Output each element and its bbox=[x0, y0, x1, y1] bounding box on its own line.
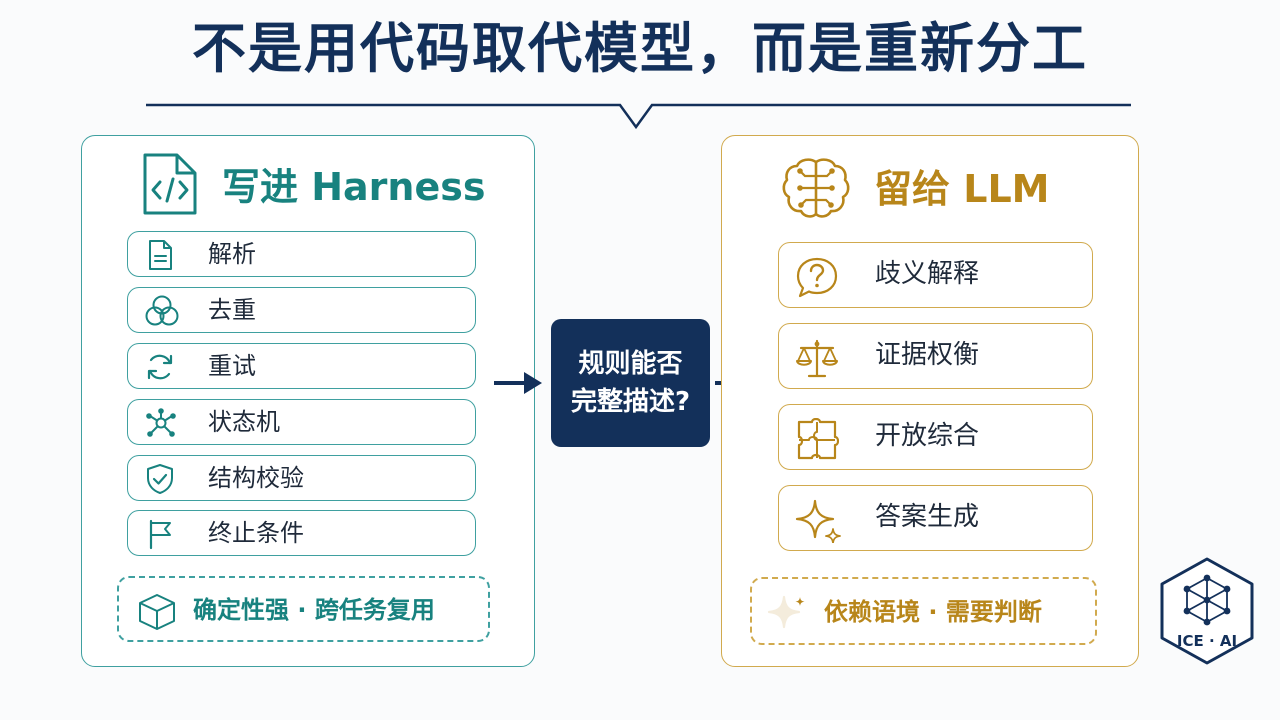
document-icon bbox=[149, 240, 172, 270]
sparkle-icon bbox=[795, 499, 841, 543]
arrow-right-icon bbox=[494, 372, 542, 394]
llm-item-evidence: 证据权衡 bbox=[778, 323, 1093, 389]
harness-item-label: 状态机 bbox=[208, 408, 280, 436]
harness-item-stop-condition: 终止条件 bbox=[127, 510, 476, 556]
decision-line-1: 规则能否 bbox=[578, 349, 683, 379]
llm-item-answer: 答案生成 bbox=[778, 485, 1093, 551]
harness-item-retry: 重试 bbox=[127, 343, 476, 389]
harness-item-dedup: 去重 bbox=[127, 287, 476, 333]
shield-check-icon bbox=[147, 464, 173, 494]
page-title: 不是用代码取代模型，而是重新分工 bbox=[192, 17, 1088, 80]
harness-summary-text: 确定性强 · 跨任务复用 bbox=[193, 596, 435, 624]
flag-icon bbox=[149, 519, 171, 550]
code-file-icon bbox=[143, 153, 197, 215]
llm-item-ambiguity: 歧义解释 bbox=[778, 242, 1093, 308]
llm-heading: 留给 LLM bbox=[874, 167, 1050, 211]
llm-summary: 依赖语境 · 需要判断 bbox=[750, 577, 1097, 645]
harness-item-label: 结构校验 bbox=[208, 464, 304, 492]
harness-item-label: 去重 bbox=[208, 296, 256, 324]
llm-item-label: 证据权衡 bbox=[875, 340, 980, 370]
harness-item-parse: 解析 bbox=[127, 231, 476, 277]
question-bubble-icon bbox=[796, 257, 838, 298]
llm-item-label: 答案生成 bbox=[875, 502, 980, 532]
harness-summary: 确定性强 · 跨任务复用 bbox=[117, 576, 490, 642]
cube-icon bbox=[139, 594, 175, 630]
decision-line-2: 完整描述? bbox=[570, 387, 691, 417]
decision-box: 规则能否 完整描述? bbox=[551, 319, 710, 447]
scales-icon bbox=[796, 339, 838, 378]
harness-item-schema-check: 结构校验 bbox=[127, 455, 476, 501]
ice-ai-logo bbox=[1160, 557, 1254, 665]
llm-item-label: 歧义解释 bbox=[875, 259, 980, 289]
refresh-icon bbox=[147, 354, 173, 380]
ice-ai-logo-text: ICE · AI bbox=[1176, 632, 1238, 650]
venn-icon bbox=[145, 295, 179, 326]
harness-item-state-machine: 状态机 bbox=[127, 399, 476, 445]
title-divider bbox=[146, 103, 1131, 130]
llm-item-synthesis: 开放综合 bbox=[778, 404, 1093, 470]
llm-summary-text: 依赖语境 · 需要判断 bbox=[824, 598, 1042, 626]
network-icon bbox=[146, 408, 176, 437]
sparkles-icon bbox=[767, 595, 805, 629]
harness-item-label: 终止条件 bbox=[208, 519, 304, 547]
harness-item-label: 重试 bbox=[208, 352, 256, 380]
puzzle-icon bbox=[797, 418, 839, 460]
harness-heading: 写进 Harness bbox=[222, 165, 486, 209]
brain-icon bbox=[782, 158, 850, 218]
llm-item-label: 开放综合 bbox=[875, 421, 980, 451]
harness-item-label: 解析 bbox=[208, 240, 256, 268]
